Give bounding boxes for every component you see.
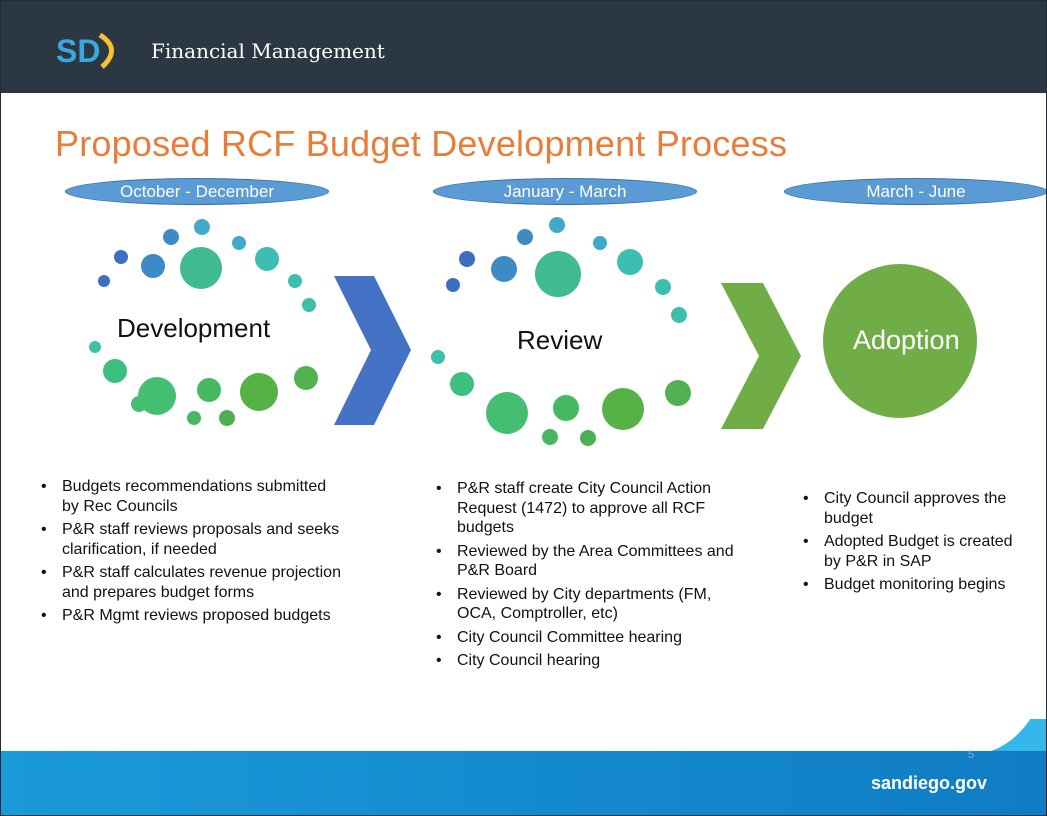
list-item: P&R staff calculates revenue projection … <box>41 563 341 602</box>
list-item: Budget monitoring begins <box>803 575 1018 595</box>
adoption-circle <box>823 264 977 418</box>
list-item: Reviewed by City departments (FM, OCA, C… <box>436 585 746 624</box>
list-item: Budgets recommendations submitted by Rec… <box>41 477 341 516</box>
development-dot-ring <box>89 219 318 426</box>
adoption-bullet-list: City Council approves the budget Adopted… <box>803 489 1018 599</box>
stage-label-adoption: Adoption <box>853 325 960 355</box>
phase-pill-3: March - June <box>784 178 1046 205</box>
list-item: City Council hearing <box>436 651 746 671</box>
phase-pill-1: October - December <box>65 178 329 205</box>
page-title: Proposed RCF Budget Development Process <box>55 123 788 164</box>
footer-site-link[interactable]: sandiego.gov <box>871 773 988 793</box>
list-item: City Council Committee hearing <box>436 628 746 648</box>
header-title: Financial Management <box>151 39 385 63</box>
list-item: City Council approves the budget <box>803 489 1018 528</box>
phase-pill-2: January - March <box>433 178 697 205</box>
chevron-arrow-1 <box>334 276 411 425</box>
chevron-arrow-2 <box>721 283 801 429</box>
list-item: P&R staff create City Council Action Req… <box>436 479 746 538</box>
footer-band <box>1 719 1046 815</box>
review-bullet-list: P&R staff create City Council Action Req… <box>436 479 746 675</box>
stage-label-development: Development <box>117 313 271 343</box>
list-item: P&R staff reviews proposals and seeks cl… <box>41 520 341 559</box>
stage-label-review: Review <box>517 325 603 355</box>
list-item: Reviewed by the Area Committees and P&R … <box>436 542 746 581</box>
review-dot-ring <box>431 217 691 446</box>
list-item: Adopted Budget is created by P&R in SAP <box>803 532 1018 571</box>
development-bullet-list: Budgets recommendations submitted by Rec… <box>41 477 341 630</box>
header-bar: SD Financial Management <box>1 1 1046 93</box>
svg-text:SD: SD <box>56 33 100 69</box>
sd-logo: SD <box>56 32 114 69</box>
process-diagram <box>89 217 977 446</box>
page-number: 5 <box>968 749 975 761</box>
list-item: P&R Mgmt reviews proposed budgets <box>41 606 341 626</box>
